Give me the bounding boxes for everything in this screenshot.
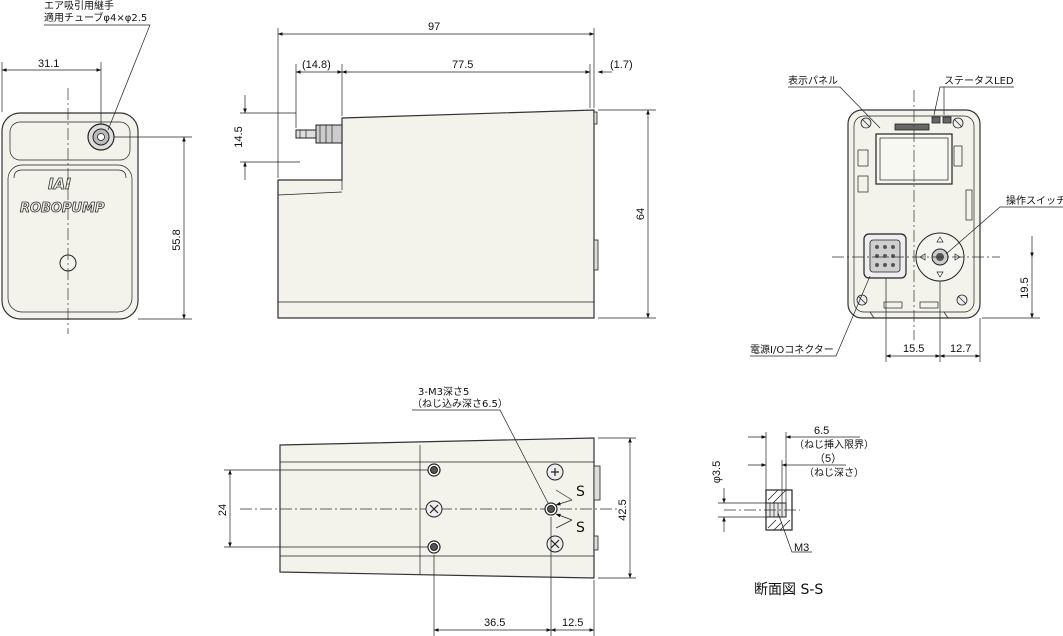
dim-bottom-hole-x: 36.5 [484,617,505,629]
bottom-view: 3-M3深さ5 （ねじ込み深さ6.5） S S 24 42.5 36.5 12.… [217,386,636,636]
dim-side-length: 97 [428,21,440,33]
callout-op-switch: 操作スイッチ [1006,194,1063,207]
callout-power-io: 電源I/Oコネクター [750,343,834,356]
front-face-panel [7,164,133,313]
callout-m3-2: （ねじ込み深さ6.5） [412,398,508,410]
dim-section-dia: φ3.5 [711,461,723,483]
front-view: IAI ROBOPUMP 31.1 55.8 エア吸引用継手 適用チューブφ4×… [1,0,192,334]
front-top-panel [9,121,131,161]
brand-product: ROBOPUMP [20,201,105,216]
section-mark-top: S [576,484,585,500]
section-mark-bottom: S [576,520,585,536]
callout-air-intake-2: 適用チューブφ4×φ2.5 [44,11,147,24]
dim-bottom-hole-end: 12.5 [562,617,583,629]
rear-view: 表示パネル ステータスLED 操作スイッチ 電源I/Oコネクター 15.5 12… [750,74,1063,362]
dim-rear-conn: 15.5 [903,343,924,355]
front-body [1,112,139,320]
screw-icons [425,463,564,553]
callout-display-panel: 表示パネル [788,74,838,87]
section-depth-1: （5） [814,452,842,465]
section-thread: M3 [794,542,809,554]
section-insert-2: （ねじ挿入限界） [794,438,874,451]
callout-m3-1: 3-M3深さ5 [418,386,469,398]
callout-air-intake-1: エア吸引用継手 [44,0,114,12]
status-led-1 [931,116,941,124]
dim-rear-edge: 12.7 [950,343,971,355]
brand-logo: IAI [48,175,71,193]
dim-bottom-pitch: 24 [217,504,229,516]
dim-side-fitting: (14.8) [302,59,331,71]
dim-side-height: 64 [635,208,647,220]
section-title: 断面図 S-S [754,582,823,598]
dim-side-body: 77.5 [452,59,473,71]
side-view: 97 (14.8) 77.5 (1.7) 14.5 64 [233,21,656,319]
dim-front-height: 55.8 [171,229,183,250]
section-depth-2: （ねじ深さ） [804,467,864,479]
dim-bottom-width: 42.5 [617,499,629,520]
dim-rear-switch: 19.5 [1019,277,1031,298]
status-led-2 [942,116,952,124]
dim-side-fitting-height: 14.5 [233,126,245,147]
section-insert-1: 6.5 [814,425,829,437]
section-view: 6.5 （ねじ挿入限界） （5） （ねじ深さ） φ3.5 M3 断面図 S-S [711,425,874,598]
dim-side-flange: (1.7) [610,59,633,71]
dim-front-width: 31.1 [38,58,59,70]
callout-status-led: ステータスLED [944,75,1014,87]
